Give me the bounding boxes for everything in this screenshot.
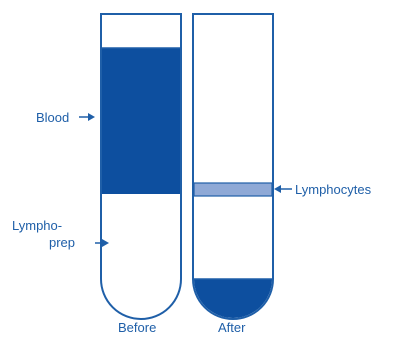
blood-layer [102,48,180,194]
lymphocytes-label: Lymphocytes [295,182,371,197]
lymphoprep-label-line1: Lympho- [12,218,62,233]
blood-arrow [79,113,95,121]
after-caption: After [218,320,245,335]
after-tube-outline [193,14,273,319]
blood-label: Blood [36,110,69,125]
lymphocyte-band [194,183,272,196]
lymphocytes-arrow [274,185,292,193]
lymphoprep-label-line2: prep [49,235,75,250]
before-caption: Before [118,320,156,335]
pellet-layer [194,279,272,318]
